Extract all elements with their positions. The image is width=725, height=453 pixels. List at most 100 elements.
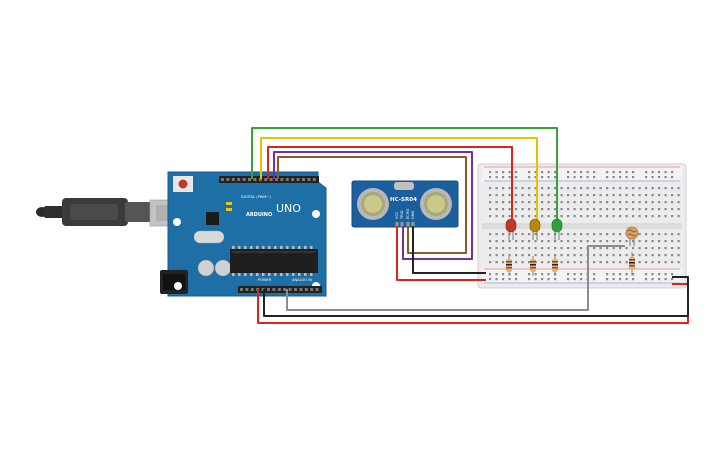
breadboard-hole [677,201,680,204]
breadboard-hole [658,261,661,264]
rail-hole [671,171,674,174]
header-pin [267,288,270,291]
rail-hole [580,278,583,281]
rail-hole [554,176,557,179]
chip-pin [310,273,313,276]
breadboard-hole [547,187,550,190]
breadboard-hole [664,201,667,204]
breadboard-hole [528,215,531,218]
breadboard-hole [651,254,654,257]
breadboard-hole [502,261,505,264]
breadboard-hole [599,254,602,257]
breadboard-hole [528,233,531,236]
breadboard-hole [547,215,550,218]
breadboard-hole [495,247,498,250]
header-pin [237,178,241,181]
breadboard-hole [612,215,615,218]
breadboard-hole [515,194,518,197]
breadboard-hole [580,254,583,257]
breadboard-hole [541,247,544,250]
breadboard-hole [619,240,622,243]
breadboard-hole [573,187,576,190]
breadboard-hole [534,208,537,211]
breadboard-hole [619,247,622,250]
rail-hole [612,273,615,276]
chip-pin [280,246,283,249]
rail-hole [593,273,596,276]
breadboard-hole [651,208,654,211]
breadboard-hole [567,261,570,264]
rail-hole [554,171,557,174]
header-pin [315,288,319,291]
header-pin [264,178,268,181]
wire-green [251,127,558,222]
breadboard-hole [495,233,498,236]
sensor-pin [395,222,399,228]
breadboard-hole [593,215,596,218]
breadboard-hole [573,208,576,211]
rail-hole [567,278,570,281]
breadboard-hole [508,215,511,218]
breadboard-hole [554,215,557,218]
breadboard-hole [671,215,674,218]
rail-hole [651,278,654,281]
breadboard-hole [515,254,518,257]
rail-hole [567,273,570,276]
header-pin [221,178,224,181]
breadboard-hole [599,240,602,243]
rail-hole [541,278,544,281]
breadboard-hole [606,233,609,236]
chip-pin [298,273,301,276]
breadboard-hole [593,201,596,204]
header-pin [302,178,305,181]
breadboard-hole [508,208,511,211]
digital-header-label: DIGITAL (PWM~) [241,195,271,199]
rail-hole [593,278,596,281]
breadboard-hole [606,240,609,243]
rail-hole [547,176,550,179]
breadboard-hole [606,208,609,211]
breadboard-hole [619,208,622,211]
rail-hole [502,278,505,281]
header-pin [312,178,316,181]
rail-hole [625,278,628,281]
rail-hole [580,176,583,179]
breadboard-hole [651,215,654,218]
chip-pin [310,246,313,249]
breadboard-hole [560,254,563,257]
rail-hole [489,273,492,276]
breadboard-hole [632,254,635,257]
rail-hole [612,278,615,281]
led-green [551,218,563,240]
sensor-pin-label: VCC [395,211,399,219]
rail-hole [651,171,654,174]
breadboard-hole [645,233,648,236]
rail-hole [547,273,550,276]
breadboard-hole [664,194,667,197]
rail-hole [573,278,576,281]
breadboard-hole [645,261,648,264]
breadboard-hole [625,240,628,243]
breadboard-hole [528,187,531,190]
breadboard-hole [489,261,492,264]
breadboard-hole [632,247,635,250]
breadboard-hole [593,187,596,190]
breadboard-hole [664,187,667,190]
breadboard-hole [580,261,583,264]
breadboard-hole [619,261,622,264]
rail-hole [541,176,544,179]
breadboard-hole [671,261,674,264]
wire-gray-analog [286,245,625,311]
header-pin [277,288,281,291]
rail-hole [625,171,628,174]
breadboard-hole [619,201,622,204]
breadboard-hole [625,201,628,204]
sensor-pin [406,222,410,228]
breadboard-hole [586,194,589,197]
breadboard-hole [573,201,576,204]
breadboard-hole [489,187,492,190]
breadboard-hole [664,261,667,264]
